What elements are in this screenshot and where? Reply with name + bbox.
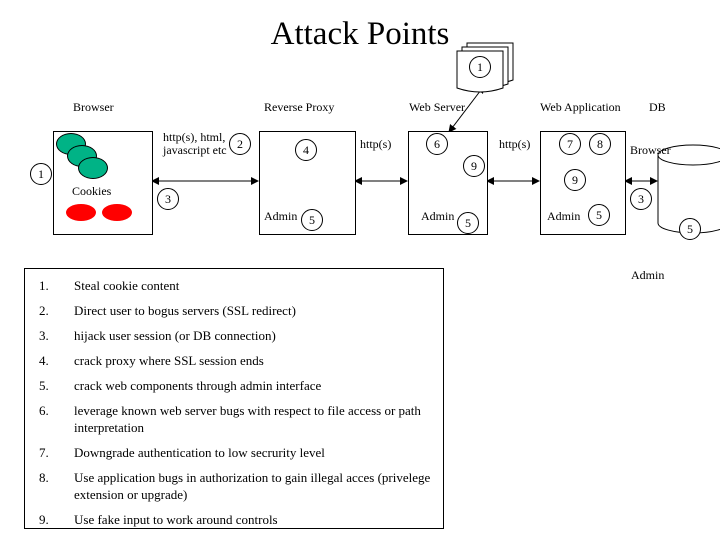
marker-4: 4 <box>295 139 317 161</box>
https-label-2: http(s) <box>499 137 531 151</box>
marker-9-server: 9 <box>463 155 485 177</box>
legend-text: Use application bugs in authorization to… <box>74 470 431 502</box>
cookie-green-icon <box>78 157 108 179</box>
https-label-1: http(s) <box>360 137 392 151</box>
marker-5-server: 5 <box>457 212 479 234</box>
legend-text: leverage known web server bugs with resp… <box>74 403 421 435</box>
legend-text: crack web components through admin inter… <box>74 378 322 393</box>
marker-1-docs: 1 <box>469 56 491 78</box>
protocols-line-1: http(s), html, <box>163 130 226 144</box>
marker-3-db: 3 <box>630 188 652 210</box>
legend-num: 6. <box>39 403 49 418</box>
protocols-line-2: javascript etc <box>163 143 227 157</box>
legend-num: 2. <box>39 303 49 318</box>
server-docs-arrow <box>448 85 485 133</box>
marker-8: 8 <box>589 133 611 155</box>
marker-9-app: 9 <box>564 169 586 191</box>
marker-5-proxy: 5 <box>301 209 323 231</box>
admin-label-server: Admin <box>421 209 455 223</box>
marker-2: 2 <box>229 133 251 155</box>
legend-text: Direct user to bogus servers (SSL redire… <box>74 303 296 318</box>
web-server-header: Web Server <box>409 100 466 114</box>
legend-num: 9. <box>39 512 49 527</box>
cookie-red-icon <box>102 204 132 221</box>
db-browser-label: Browser <box>630 143 671 157</box>
legend-num: 5. <box>39 378 49 393</box>
cookies-label: Cookies <box>72 184 112 198</box>
marker-1-browser: 1 <box>30 163 52 185</box>
legend-num: 3. <box>39 328 49 343</box>
db-header: DB <box>649 100 666 114</box>
reverse-proxy-header: Reverse Proxy <box>264 100 335 114</box>
marker-7: 7 <box>559 133 581 155</box>
admin-label-db: Admin <box>631 268 665 282</box>
attack-legend: 1. Steal cookie content 2. Direct user t… <box>24 268 444 529</box>
legend-text: hijack user session (or DB connection) <box>74 328 276 343</box>
web-application-header: Web Application <box>540 100 621 114</box>
marker-3-browser: 3 <box>157 188 179 210</box>
legend-num: 7. <box>39 445 49 460</box>
cookie-red-icon <box>66 204 96 221</box>
legend-num: 1. <box>39 278 49 293</box>
admin-label-app: Admin <box>547 209 581 223</box>
legend-num: 8. <box>39 470 49 485</box>
protocols-label: http(s), html, javascript etc <box>163 131 227 157</box>
legend-text: Steal cookie content <box>74 278 180 293</box>
admin-label-proxy: Admin <box>264 209 298 223</box>
legend-text: Downgrade authentication to low secrurit… <box>74 445 325 460</box>
legend-num: 4. <box>39 353 49 368</box>
browser-header: Browser <box>73 100 114 114</box>
legend-text: Use fake input to work around controls <box>74 512 278 527</box>
marker-5-db: 5 <box>679 218 701 240</box>
legend-text: crack proxy where SSL session ends <box>74 353 264 368</box>
marker-5-app: 5 <box>588 204 610 226</box>
marker-6: 6 <box>426 133 448 155</box>
page-title: Attack Points <box>270 16 450 52</box>
